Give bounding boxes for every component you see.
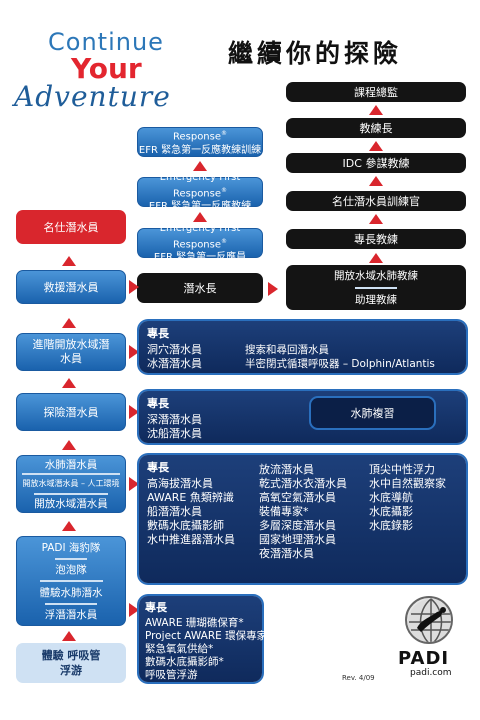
label-seal-team: PADI 海豹隊 <box>41 541 101 554</box>
specialty-item: 乾式潛水衣潛水員 <box>259 477 347 490</box>
specialty-item: 半密閉式循環呼吸器 – Dolphin/Atlantis <box>245 358 435 370</box>
arrow-up <box>369 253 383 263</box>
box-specialty-instructor: 專長教練 <box>286 229 466 249</box>
header-your: Your <box>71 52 142 85</box>
specialty-item: 放流潛水員 <box>259 463 314 476</box>
specialty-item: 水底攝影 <box>369 505 413 518</box>
label-assistant-instructor: 助理教練 <box>355 286 397 311</box>
efr-brand: Emergency First Response <box>159 222 241 251</box>
arrow-right <box>129 345 139 359</box>
specialty-item: 數碼水底攝影師* <box>145 656 224 668</box>
label-owsi: 開放水域水肺教練 <box>334 270 418 283</box>
arrow-up <box>369 214 383 224</box>
specialty-item: 裝備專家* <box>259 505 309 518</box>
specialty-item: 高海拔潛水員 <box>147 477 213 490</box>
arrow-right <box>129 603 139 617</box>
efr-reg-mark: ® <box>221 186 228 194</box>
label-ow-referral: 開放水域潛水員 – 人工環境 <box>22 473 120 492</box>
arrow-up <box>62 378 76 388</box>
arrow-right <box>129 477 139 491</box>
arrow-up <box>62 631 76 641</box>
label-skin-diver: 浮潛潛水員 <box>44 602 98 626</box>
specialty-item: 洞穴潛水員 <box>147 343 202 356</box>
specialty-item: 國家地理潛水員 <box>259 533 336 546</box>
arrow-up <box>62 318 76 328</box>
revision-note: Rev. 4/09 <box>342 674 375 682</box>
box-divemaster: 潛水長 <box>137 273 263 303</box>
specialty-item: 夜潛潛水員 <box>259 547 314 560</box>
specialty-item: 高氧空氣潛水員 <box>259 491 336 504</box>
arrow-up <box>369 105 383 115</box>
panel-title: 專長 <box>145 601 167 614</box>
box-efr-instructor: Emergency First Response® EFR 緊急第一反應教練 <box>137 172 263 212</box>
label-scuba-diver: 水肺潛水員 <box>44 459 98 472</box>
header-adventure: Adventure <box>14 80 171 113</box>
specialty-item: 頂尖中性浮力 <box>369 463 435 476</box>
panel-specialty-advanced: 專長 洞穴潛水員 冰潛潛水員 搜索和尋回潛水員 半密閉式循環呼吸器 – Dolp… <box>139 321 466 373</box>
box-efr-instructor-trainer: Emergency First Response® EFR 緊急第一反應教練訓練… <box>137 115 263 169</box>
arrow-up <box>62 440 76 450</box>
box-scuba-review: 水肺複習 <box>311 398 434 428</box>
arrow-right <box>268 282 278 296</box>
arrow-up <box>369 176 383 186</box>
arrow-right <box>129 405 139 419</box>
specialty-item: 船潛潛水員 <box>147 505 202 518</box>
arrow-up <box>193 161 207 171</box>
specialty-item: 數碼水底攝影師 <box>147 519 224 532</box>
specialty-item: 水中推進器潛水員 <box>147 533 235 546</box>
arrow-up <box>369 141 383 151</box>
box-idc-staff: IDC 參謀教練 <box>286 153 466 173</box>
specialty-item: 水底導航 <box>369 491 413 504</box>
arrow-up <box>193 212 207 222</box>
specialty-item: 水中自然觀察家 <box>369 477 446 490</box>
specialty-item: 沈船潛水員 <box>147 427 202 440</box>
efr-instructor-label: EFR 緊急第一反應教練 <box>148 201 252 213</box>
box-scuba-ow: 水肺潛水員 開放水域潛水員 – 人工環境 開放水域潛水員 <box>16 455 126 513</box>
page-title: 繼續你的探險 <box>228 39 403 68</box>
label-dsd: 體驗水肺潛水 <box>39 580 103 603</box>
specialty-item: 冰潛潛水員 <box>147 357 202 370</box>
box-adventure-diver: 探險潛水員 <box>16 393 126 431</box>
box-master-scuba-trainer: 名仕潛水員訓練官 <box>286 191 466 211</box>
box-master-scuba-diver: 名仕潛水員 <box>16 210 126 244</box>
arrow-up <box>62 256 76 266</box>
box-rescue-diver: 救援潛水員 <box>16 270 126 304</box>
arrow-right <box>129 280 139 294</box>
header-continue: Continue <box>48 28 164 56</box>
panel-specialty-ow: 專長 高海拔潛水員 AWARE 魚類辨識 船潛潛水員 數碼水底攝影師 水中推進器… <box>139 455 466 583</box>
panel-specialty-youth: 專長 AWARE 珊瑚礁保育* Project AWARE 環保專家專長* 緊急… <box>139 596 294 682</box>
efr-course-label: EFR 緊急第一反應員 <box>153 252 247 264</box>
specialty-item: 搜索和尋回潛水員 <box>245 344 329 356</box>
box-advanced-ow: 進階開放水域潛水員 <box>16 333 126 371</box>
specialty-item: AWARE 珊瑚礁保育* <box>145 617 244 629</box>
box-efr-course: Emergency First Response® EFR 緊急第一反應員 <box>137 223 263 263</box>
padi-globe-icon <box>405 596 453 644</box>
padi-wordmark: PADI <box>398 648 450 669</box>
specialty-item: 水底錄影 <box>369 519 413 532</box>
efr-brand: Emergency First Response <box>159 115 241 143</box>
specialty-item: 緊急氧氣供給* <box>145 643 214 655</box>
box-discover-snorkeling: 體驗 呼吸管浮游 <box>16 643 126 683</box>
padi-url: padi.com <box>410 668 452 678</box>
specialty-item: 多層深度潛水員 <box>259 519 336 532</box>
box-owsi-assistant: 開放水域水肺教練 助理教練 <box>286 265 466 310</box>
specialty-item: Project AWARE 環保專家專長* <box>145 630 294 642</box>
specialty-item: 深潛潛水員 <box>147 413 202 426</box>
panel-title: 專長 <box>147 461 169 474</box>
panel-title: 專長 <box>147 327 169 340</box>
box-course-director: 課程總監 <box>286 82 466 102</box>
efr-reg-mark: ® <box>221 237 228 245</box>
box-master-instructor: 教練長 <box>286 118 466 138</box>
label-bubblemaker: 泡泡隊 <box>55 557 87 581</box>
panel-title: 專長 <box>147 397 169 410</box>
specialty-item: 呼吸管浮游 <box>145 669 198 681</box>
arrow-up <box>62 521 76 531</box>
box-youth-programs: PADI 海豹隊 泡泡隊 體驗水肺潛水 浮潛潛水員 <box>16 536 126 626</box>
specialty-item: AWARE 魚類辨識 <box>147 491 234 504</box>
efr-brand: Emergency First Response <box>159 171 241 200</box>
label-ow-diver: 開放水域潛水員 <box>34 492 108 512</box>
efr-reg-mark: ® <box>221 130 228 138</box>
